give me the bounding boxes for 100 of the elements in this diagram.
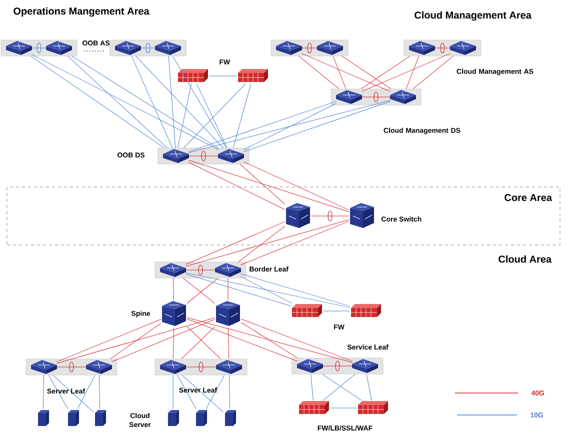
cable-line (111, 319, 216, 362)
server-icon (168, 410, 179, 426)
cable-line (361, 53, 451, 92)
cable-line (361, 92, 391, 102)
cable-line (238, 226, 286, 262)
server-icon (38, 410, 49, 426)
cable-line (31, 42, 47, 54)
switch-icon (350, 203, 374, 228)
switch-icon (276, 41, 302, 55)
cable-line (68, 56, 168, 148)
switch-icon (390, 90, 416, 104)
cable-line (186, 318, 298, 362)
switch-icon (409, 41, 435, 55)
cable-line (178, 83, 192, 148)
switch-icon (450, 41, 476, 55)
cable-line (310, 374, 314, 401)
firewall-icon (358, 401, 388, 414)
switch-icon (160, 360, 186, 374)
cable-line (412, 56, 454, 90)
cable-line (240, 322, 298, 358)
cable-line (322, 360, 353, 372)
cable-line (322, 310, 350, 312)
cable-line (52, 374, 94, 412)
cable-line (301, 53, 391, 92)
cable-line (240, 221, 350, 266)
switch-icon (336, 90, 362, 104)
cable-line (301, 42, 318, 54)
cable-line (240, 164, 286, 204)
cable-line (172, 278, 174, 301)
firewall-icon (178, 69, 208, 82)
cable-line (228, 374, 230, 410)
cable-line (243, 101, 391, 152)
switch-icon (216, 360, 242, 374)
switch-icon (218, 149, 244, 163)
area-heading: Cloud Management Area (414, 11, 532, 21)
switch-icon (160, 263, 186, 277)
switch-icon (163, 149, 189, 163)
cable-line (243, 162, 350, 210)
cable-line (406, 56, 420, 90)
cable-line (243, 103, 337, 150)
server-icon (196, 410, 207, 426)
switch-icon (286, 203, 310, 228)
cable-line (56, 362, 87, 372)
cable-line (140, 42, 156, 54)
cable-line (188, 150, 219, 162)
cable-line (240, 318, 353, 362)
switch-icon (216, 301, 240, 326)
switch-icon (31, 360, 57, 374)
cable-line (48, 374, 68, 410)
switch-icon (86, 360, 112, 374)
cable-line (185, 274, 292, 306)
cable-line (323, 374, 356, 401)
cable-line (366, 374, 372, 401)
cable-line (188, 162, 286, 210)
switch-icon (297, 359, 323, 373)
cable-line (172, 374, 174, 410)
cable-line (196, 83, 228, 148)
cable-line (31, 54, 219, 150)
cable-line (233, 83, 252, 148)
cable-line (228, 327, 230, 360)
cable-line (172, 327, 174, 360)
cable-line (131, 56, 173, 148)
cable-line (177, 374, 196, 410)
cable-line (185, 221, 286, 265)
cable-line (77, 374, 96, 410)
firewall-icon (350, 304, 381, 318)
cable-line (185, 272, 350, 308)
cable-line (188, 160, 350, 212)
server-icon (95, 410, 106, 426)
cable-line (332, 56, 346, 90)
cable-line (136, 56, 224, 148)
cable-line (56, 319, 162, 362)
area-heading: Operations Mangement Area (14, 7, 150, 17)
cable-line (181, 326, 216, 360)
cable-line (185, 220, 350, 267)
cable-line (42, 374, 44, 410)
cable-line (98, 374, 100, 410)
cable-line (185, 264, 216, 276)
cable-line (185, 362, 217, 372)
cable-line (322, 374, 362, 401)
cable-line (240, 274, 350, 306)
cable-line (168, 56, 176, 148)
cable-line (298, 56, 340, 90)
firewall-icon (298, 401, 329, 414)
area-heading: Cloud Area (498, 255, 552, 263)
cable-line (182, 374, 224, 412)
firewall-icon (238, 69, 268, 82)
cable-line (342, 56, 392, 90)
switch-icon (155, 41, 181, 55)
switch-icon (215, 263, 241, 277)
cable-line (188, 100, 391, 153)
cable-line (56, 318, 216, 364)
cable-line (172, 56, 226, 148)
cable-line (188, 101, 337, 152)
switch-icon (352, 359, 378, 373)
cable-line (434, 42, 451, 54)
switch-icon (46, 41, 72, 55)
cable-line (30, 56, 164, 148)
server-icon (68, 410, 79, 426)
cable-line (240, 276, 292, 304)
